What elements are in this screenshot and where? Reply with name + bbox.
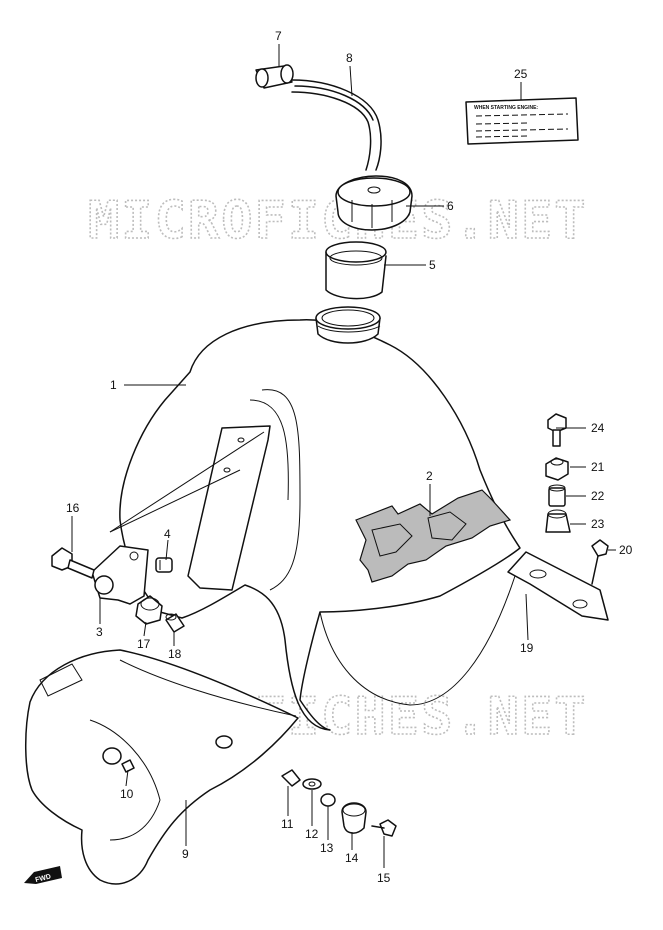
- callout-12: 12: [305, 827, 319, 841]
- part-7-hose-end: [255, 64, 294, 89]
- part-10-screw: [121, 759, 135, 773]
- callout-11: 11: [281, 817, 294, 831]
- part-13-nut: [320, 793, 336, 807]
- callout-21: 21: [591, 460, 605, 474]
- callout-24: 24: [591, 421, 605, 435]
- fwd-text: FWD: [35, 873, 52, 884]
- callout-7: 7: [275, 29, 282, 43]
- part-3-mounting-bracket: [91, 545, 149, 605]
- callout-2: 2: [426, 469, 433, 483]
- part-19-rear-bracket: [507, 551, 609, 621]
- callout-5: 5: [429, 258, 436, 272]
- part-21-nut: [545, 457, 569, 481]
- part-15-bolt: [371, 819, 397, 837]
- callout-4: 4: [164, 527, 171, 541]
- part-20-bolt: [591, 539, 609, 585]
- part-18-collar: [165, 613, 185, 633]
- callout-18: 18: [168, 647, 182, 661]
- part-11-collar: [281, 769, 301, 787]
- callout-3: 3: [96, 625, 103, 639]
- callout-23: 23: [591, 517, 605, 531]
- part-4-bolt: [155, 557, 173, 573]
- part-16-bolt: [51, 547, 95, 579]
- part-22-spacer: [548, 484, 566, 507]
- part-17-cushion: [135, 595, 163, 625]
- part-8-breather-hose: [291, 79, 382, 171]
- callout-1: 1: [110, 378, 117, 392]
- part-23-cushion: [545, 509, 571, 533]
- part-2-tank-emblem: [355, 489, 512, 583]
- label-heading-text: WHEN STARTING ENGINE:: [474, 105, 538, 111]
- part-6-fuel-cap: [335, 175, 413, 231]
- part-25-warning-label: WHEN STARTING ENGINE:: [465, 97, 579, 145]
- callout-8: 8: [346, 51, 353, 65]
- part-24-bolt: [547, 413, 567, 447]
- callout-22: 22: [591, 489, 605, 503]
- callout-10: 10: [120, 787, 134, 801]
- part-5-filler-ring: [325, 241, 387, 300]
- callout-15: 15: [377, 871, 391, 885]
- callout-14: 14: [345, 851, 359, 865]
- callout-13: 13: [320, 841, 334, 855]
- fwd-arrow-icon: FWD: [24, 866, 62, 884]
- leader-lines: [71, 44, 616, 868]
- part-9-tank-shroud: [25, 649, 299, 885]
- part-14-cushion: [341, 802, 367, 834]
- callout-17: 17: [137, 637, 151, 651]
- callout-25: 25: [514, 67, 528, 81]
- callout-9: 9: [182, 847, 189, 861]
- callout-numbers: 7 8 25 6 5 1 2 16 4 3 17 18 24 21 22 23 …: [66, 29, 633, 885]
- callout-19: 19: [520, 641, 534, 655]
- callout-6: 6: [447, 199, 454, 213]
- callout-16: 16: [66, 501, 80, 515]
- part-12-washer: [302, 778, 322, 790]
- callout-20: 20: [619, 543, 633, 557]
